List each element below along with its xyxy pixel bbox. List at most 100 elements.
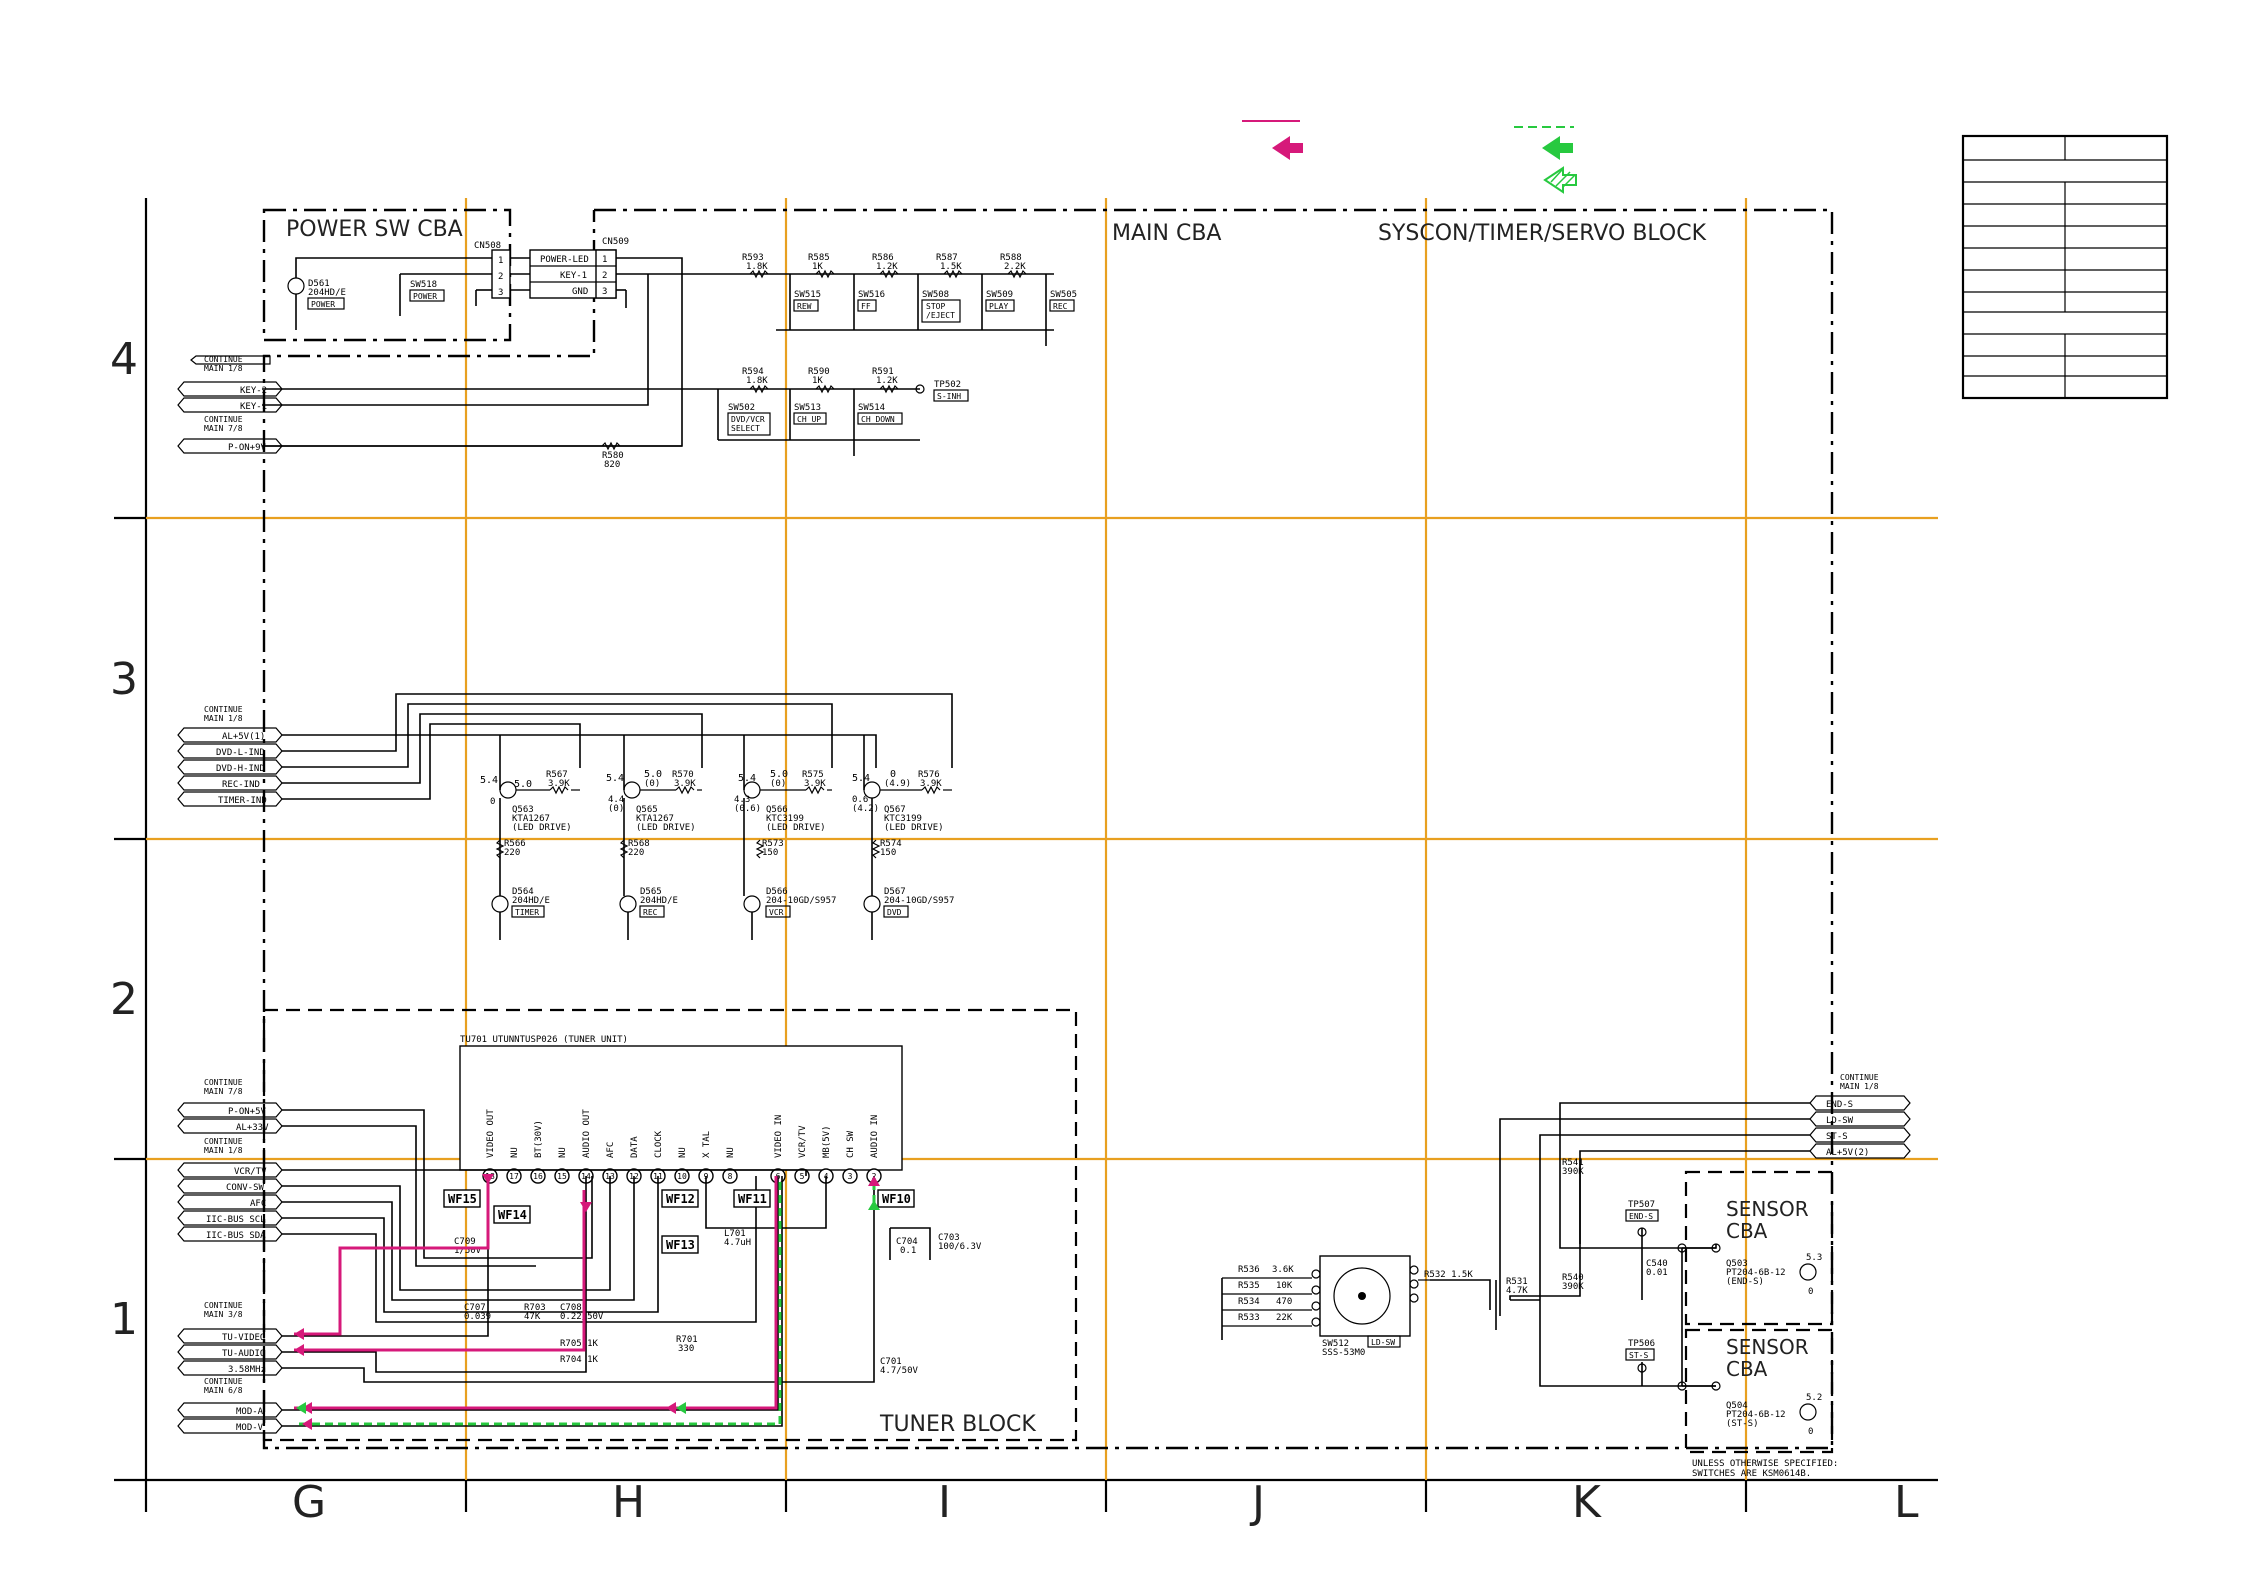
svg-text:(ST-S): (ST-S): [1726, 1419, 1759, 1429]
svg-text:KEY-1: KEY-1: [240, 402, 267, 412]
transistor-icon: [623, 781, 641, 799]
svg-text:0: 0: [1808, 1287, 1813, 1297]
block-title-power-sw-cba: POWER SW CBA: [286, 217, 463, 242]
svg-text:GND: GND: [572, 287, 588, 297]
svg-text:Q503: Q503: [1726, 1259, 1748, 1269]
legend-video-arrow-icon: [1542, 136, 1573, 160]
tuner-pin-label: NU: [726, 1147, 736, 1158]
grid-labels: 4 3 2 1 G H I J K L: [110, 334, 1919, 1528]
svg-text:POWER: POWER: [311, 300, 335, 309]
svg-text:SW505: SW505: [1050, 290, 1077, 300]
svg-text:5.4: 5.4: [852, 773, 870, 784]
svg-text:AL+5V(2): AL+5V(2): [1826, 1148, 1869, 1158]
svg-text:204HD/E: 204HD/E: [308, 288, 346, 298]
svg-text:1.8K: 1.8K: [746, 262, 768, 272]
svg-text:C707: C707: [464, 1303, 486, 1313]
grid-frame: [114, 198, 1938, 1512]
svg-text:2.2K: 2.2K: [1004, 262, 1026, 272]
block-title-syscon: SYSCON/TIMER/SERVO BLOCK: [1378, 221, 1707, 246]
led-icon: [743, 895, 761, 913]
tuner-pin-number: 15: [557, 1172, 567, 1181]
svg-text:S-INH: S-INH: [937, 392, 961, 401]
svg-text:150: 150: [762, 848, 778, 858]
svg-text:REC: REC: [643, 908, 658, 917]
svg-text:4.7/50V: 4.7/50V: [880, 1366, 919, 1376]
svg-text:0.1: 0.1: [900, 1246, 916, 1256]
svg-text:47K: 47K: [524, 1312, 541, 1322]
column-label: H: [612, 1477, 645, 1528]
signal-tag: [177, 1418, 283, 1434]
svg-text:5.4: 5.4: [480, 775, 498, 786]
svg-text:SSS-53M0: SSS-53M0: [1322, 1348, 1365, 1358]
tuner-pin-number: 17: [509, 1172, 519, 1181]
sensor-cba-2-title: CBA: [1726, 1357, 1768, 1381]
svg-text:CONTINUE: CONTINUE: [1840, 1073, 1879, 1082]
svg-text:MAIN 7/8: MAIN 7/8: [204, 1087, 243, 1096]
audio-path: [294, 1176, 490, 1336]
svg-text:5.2: 5.2: [1806, 1393, 1822, 1403]
svg-text:PT204-6B-12: PT204-6B-12: [1726, 1410, 1786, 1420]
led-drivers: 5.4 5.0 0 R567 3.9K Q563 KTA1267 (LED DR…: [480, 769, 954, 940]
phototransistor-icon: [1799, 1263, 1817, 1281]
column-label: K: [1572, 1477, 1602, 1528]
svg-text:(LED DRIVE): (LED DRIVE): [636, 823, 696, 833]
svg-text:AFC: AFC: [250, 1199, 266, 1209]
svg-text:MAIN 1/8: MAIN 1/8: [204, 364, 243, 373]
svg-text:CONTINUE: CONTINUE: [204, 1137, 243, 1146]
svg-text:PT204-6B-12: PT204-6B-12: [1726, 1268, 1786, 1278]
svg-text:3.58MHz: 3.58MHz: [228, 1365, 266, 1375]
svg-text:VCR/TV: VCR/TV: [234, 1167, 267, 1177]
tuner-pin-number: 10: [677, 1172, 687, 1181]
svg-text:2: 2: [602, 271, 607, 281]
svg-text:REW: REW: [797, 302, 812, 311]
svg-text:R594: R594: [742, 367, 764, 377]
waveform-tags: WF15 WF14 WF12 WF13 WF11 WF10: [443, 1189, 915, 1254]
led-driver-rec: 5.4 5.0 (0) 4.4 (0) R570 3.9K Q565 KTA12…: [606, 769, 702, 940]
svg-text:R534: R534: [1238, 1297, 1260, 1307]
svg-text:R703: R703: [524, 1303, 546, 1313]
waveform-tag: WF14: [498, 1208, 527, 1222]
phototransistor-icon: [1799, 1403, 1817, 1421]
legend-audio-arrow-icon: [1272, 136, 1303, 160]
svg-text:MAIN 7/8: MAIN 7/8: [204, 424, 243, 433]
svg-text:C703: C703: [938, 1233, 960, 1243]
svg-text:KEY-2: KEY-2: [240, 386, 267, 396]
svg-text:204HD/E: 204HD/E: [512, 896, 550, 906]
svg-text:IIC-BUS SDA: IIC-BUS SDA: [206, 1231, 266, 1241]
svg-text:3: 3: [602, 287, 607, 297]
tuner-pin-label: VCR/TV: [798, 1125, 808, 1158]
svg-text:AL+33V: AL+33V: [236, 1123, 269, 1133]
tuner-pin: [722, 1168, 738, 1184]
svg-text:MAIN 1/8: MAIN 1/8: [1840, 1082, 1879, 1091]
signal-tag: [177, 743, 283, 759]
svg-text:TU-AUDIO: TU-AUDIO: [222, 1349, 265, 1359]
svg-text:R532 1.5K: R532 1.5K: [1424, 1270, 1473, 1280]
signal-tag: [1809, 1095, 1911, 1111]
block-title-main-cba: MAIN CBA: [1112, 221, 1221, 246]
sensor-cba-1-title: SENSOR: [1726, 1197, 1809, 1221]
svg-text:22K: 22K: [1276, 1313, 1293, 1323]
svg-text:R574: R574: [880, 839, 902, 849]
svg-text:390K: 390K: [1562, 1282, 1584, 1292]
tuner-pin-label: AUDIO IN: [870, 1115, 880, 1158]
svg-text:STOP/EJECT: STOP/EJECT: [926, 302, 955, 320]
continue-box: [190, 355, 271, 365]
svg-text:FF: FF: [861, 302, 871, 311]
r580: R580 820: [601, 441, 624, 470]
signal-tag: [177, 1102, 283, 1118]
svg-text:100/6.3V: 100/6.3V: [938, 1242, 982, 1252]
svg-text:R593: R593: [742, 253, 764, 263]
svg-text:(0): (0): [770, 779, 786, 789]
left-signals-tuner: CONTINUE MAIN 7/8 P-ON+5V AL+33V CONTINU…: [177, 1078, 283, 1434]
connector-cn509: CN509 POWER-LED KEY-1 GND 1 2 3: [529, 237, 629, 299]
sw512-switch: SW512 SSS-53M0 LD-SW R536 3.6K R535 10K …: [1221, 1255, 1497, 1358]
svg-text:R568: R568: [628, 839, 650, 849]
tuner-pin-label: VIDEO OUT: [486, 1109, 496, 1158]
svg-text:Q504: Q504: [1726, 1401, 1748, 1411]
svg-text:3.9K: 3.9K: [674, 779, 696, 789]
svg-text:R535: R535: [1238, 1281, 1260, 1291]
tuner-pin-number: 3: [848, 1172, 853, 1181]
svg-text:0.01: 0.01: [1646, 1268, 1668, 1278]
svg-text:R585: R585: [808, 253, 830, 263]
svg-text:ST-S: ST-S: [1826, 1132, 1848, 1142]
